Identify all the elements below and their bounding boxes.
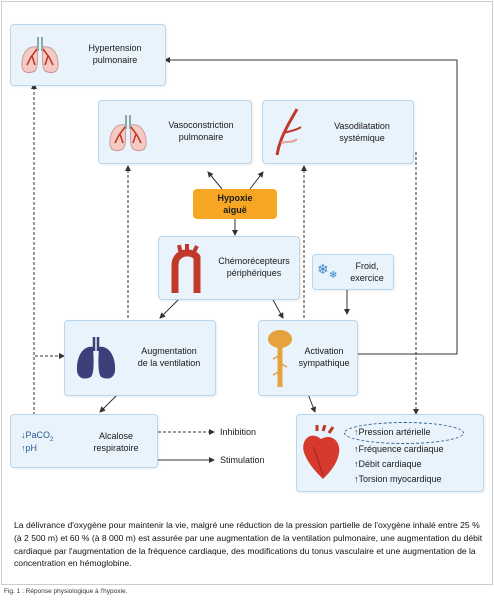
effect-debit: ↑Débit cardiaque <box>354 458 422 470</box>
node-hypertension: Hypertension pulmonaire <box>10 24 166 86</box>
node-froid-label: Froid, exercice <box>350 261 384 283</box>
connectors <box>31 57 458 463</box>
arrow-hypoxie-vasodilatation <box>249 171 264 190</box>
legend-stimulation-label: Stimulation <box>220 455 265 465</box>
lungs-icon <box>109 115 147 152</box>
arrow-chemo-activation <box>271 297 284 319</box>
node-vasodilatation: Vasodilatation systémique <box>262 100 414 164</box>
node-activation-label: Activation sympathique <box>298 346 350 368</box>
arrow-augmentation-alcalose <box>99 393 119 413</box>
effect-torsion: ↑Torsion myocardique <box>354 473 442 485</box>
node-chemorecepteurs-label: Chémorécepteurs périphériques <box>218 256 290 278</box>
spinal-cord-icon <box>268 330 292 387</box>
arrow-up-icon: ↑ <box>21 443 26 453</box>
blood-vessel-icon <box>275 108 302 156</box>
figure-caption: La délivrance d'oxygène pour maintenir l… <box>14 520 483 569</box>
node-chemorecepteurs: Chémorécepteurs périphériques <box>158 236 300 300</box>
paco2-label: PaCO <box>25 430 51 440</box>
node-activation: Activation sympathique <box>258 320 358 396</box>
arrow-down-icon: ↓ <box>21 430 26 440</box>
legend-inhibition-label: Inhibition <box>220 427 257 437</box>
paco2-subscript: 2 <box>50 436 54 443</box>
effect-debit-label: Débit cardiaque <box>358 459 422 469</box>
arrow-hypoxie-vasoconstriction <box>207 171 223 190</box>
arrow-activation-effects <box>307 393 316 413</box>
node-hypoxie: Hypoxie aiguë <box>193 189 277 219</box>
arrow-up-icon: ↑ <box>354 444 359 454</box>
arrow-activation-hypertension <box>164 57 458 355</box>
node-vasoconstriction-label: Vasoconstriction pulmonaire <box>168 120 234 142</box>
heart-icon <box>303 425 340 479</box>
node-vasoconstriction: Vasoconstriction pulmonaire <box>98 100 252 164</box>
node-augmentation: Augmentation de la ventilation <box>64 320 216 396</box>
node-alcalose: ↓PaCO2 ↑pH Alcalose respiratoire <box>10 414 158 468</box>
snowflake-small-icon: ❄ <box>329 270 338 281</box>
node-augmentation-label: Augmentation de la ventilation <box>137 346 201 368</box>
arrow-alcalose-augmentation <box>33 353 65 420</box>
effect-pression-label: Pression artérielle <box>358 427 431 437</box>
effect-torsion-label: Torsion myocardique <box>358 474 442 484</box>
ph-label: pH <box>25 443 38 453</box>
arrow-up-icon: ↑ <box>354 459 359 469</box>
snowflake-icon: ❄ <box>317 262 329 278</box>
node-hypertension-label: Hypertension pulmonaire <box>88 43 142 65</box>
paco2-indicator: ↓PaCO2 <box>21 429 53 446</box>
effect-pression: ↑Pression artérielle <box>354 426 431 438</box>
aorta-icon <box>171 244 201 293</box>
ph-indicator: ↑pH <box>21 442 37 454</box>
figure-footnote: Fig. 1 : Réponse physiologique à l'hypox… <box>4 588 128 595</box>
lungs-icon <box>76 337 116 379</box>
lungs-icon <box>21 37 59 74</box>
node-hypoxie-label: Hypoxie aiguë <box>217 193 253 215</box>
node-vasodilatation-label: Vasodilatation systémique <box>334 121 390 143</box>
arrow-up-icon: ↑ <box>354 474 359 484</box>
arrow-chemo-augmentation <box>159 297 181 319</box>
node-froid: ❄ ❄ Froid, exercice <box>312 254 394 290</box>
effect-frequence-label: Fréquence cardiaque <box>358 444 444 454</box>
effect-frequence: ↑Fréquence cardiaque <box>354 443 444 455</box>
node-alcalose-label: Alcalose respiratoire <box>93 431 139 453</box>
pression-highlight <box>344 422 464 444</box>
arrow-up-icon: ↑ <box>354 427 359 437</box>
